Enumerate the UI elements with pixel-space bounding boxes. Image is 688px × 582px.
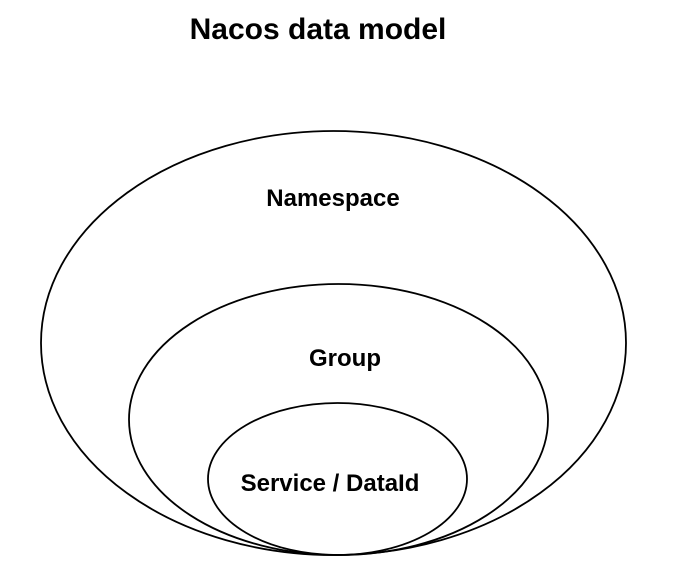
service-dataid-label: Service / DataId — [241, 470, 420, 497]
diagram-title: Nacos data model — [190, 13, 447, 46]
group-label: Group — [309, 345, 381, 372]
service-dataid-ellipse — [207, 402, 468, 556]
group-ellipse — [128, 283, 549, 556]
namespace-label: Namespace — [266, 185, 399, 212]
